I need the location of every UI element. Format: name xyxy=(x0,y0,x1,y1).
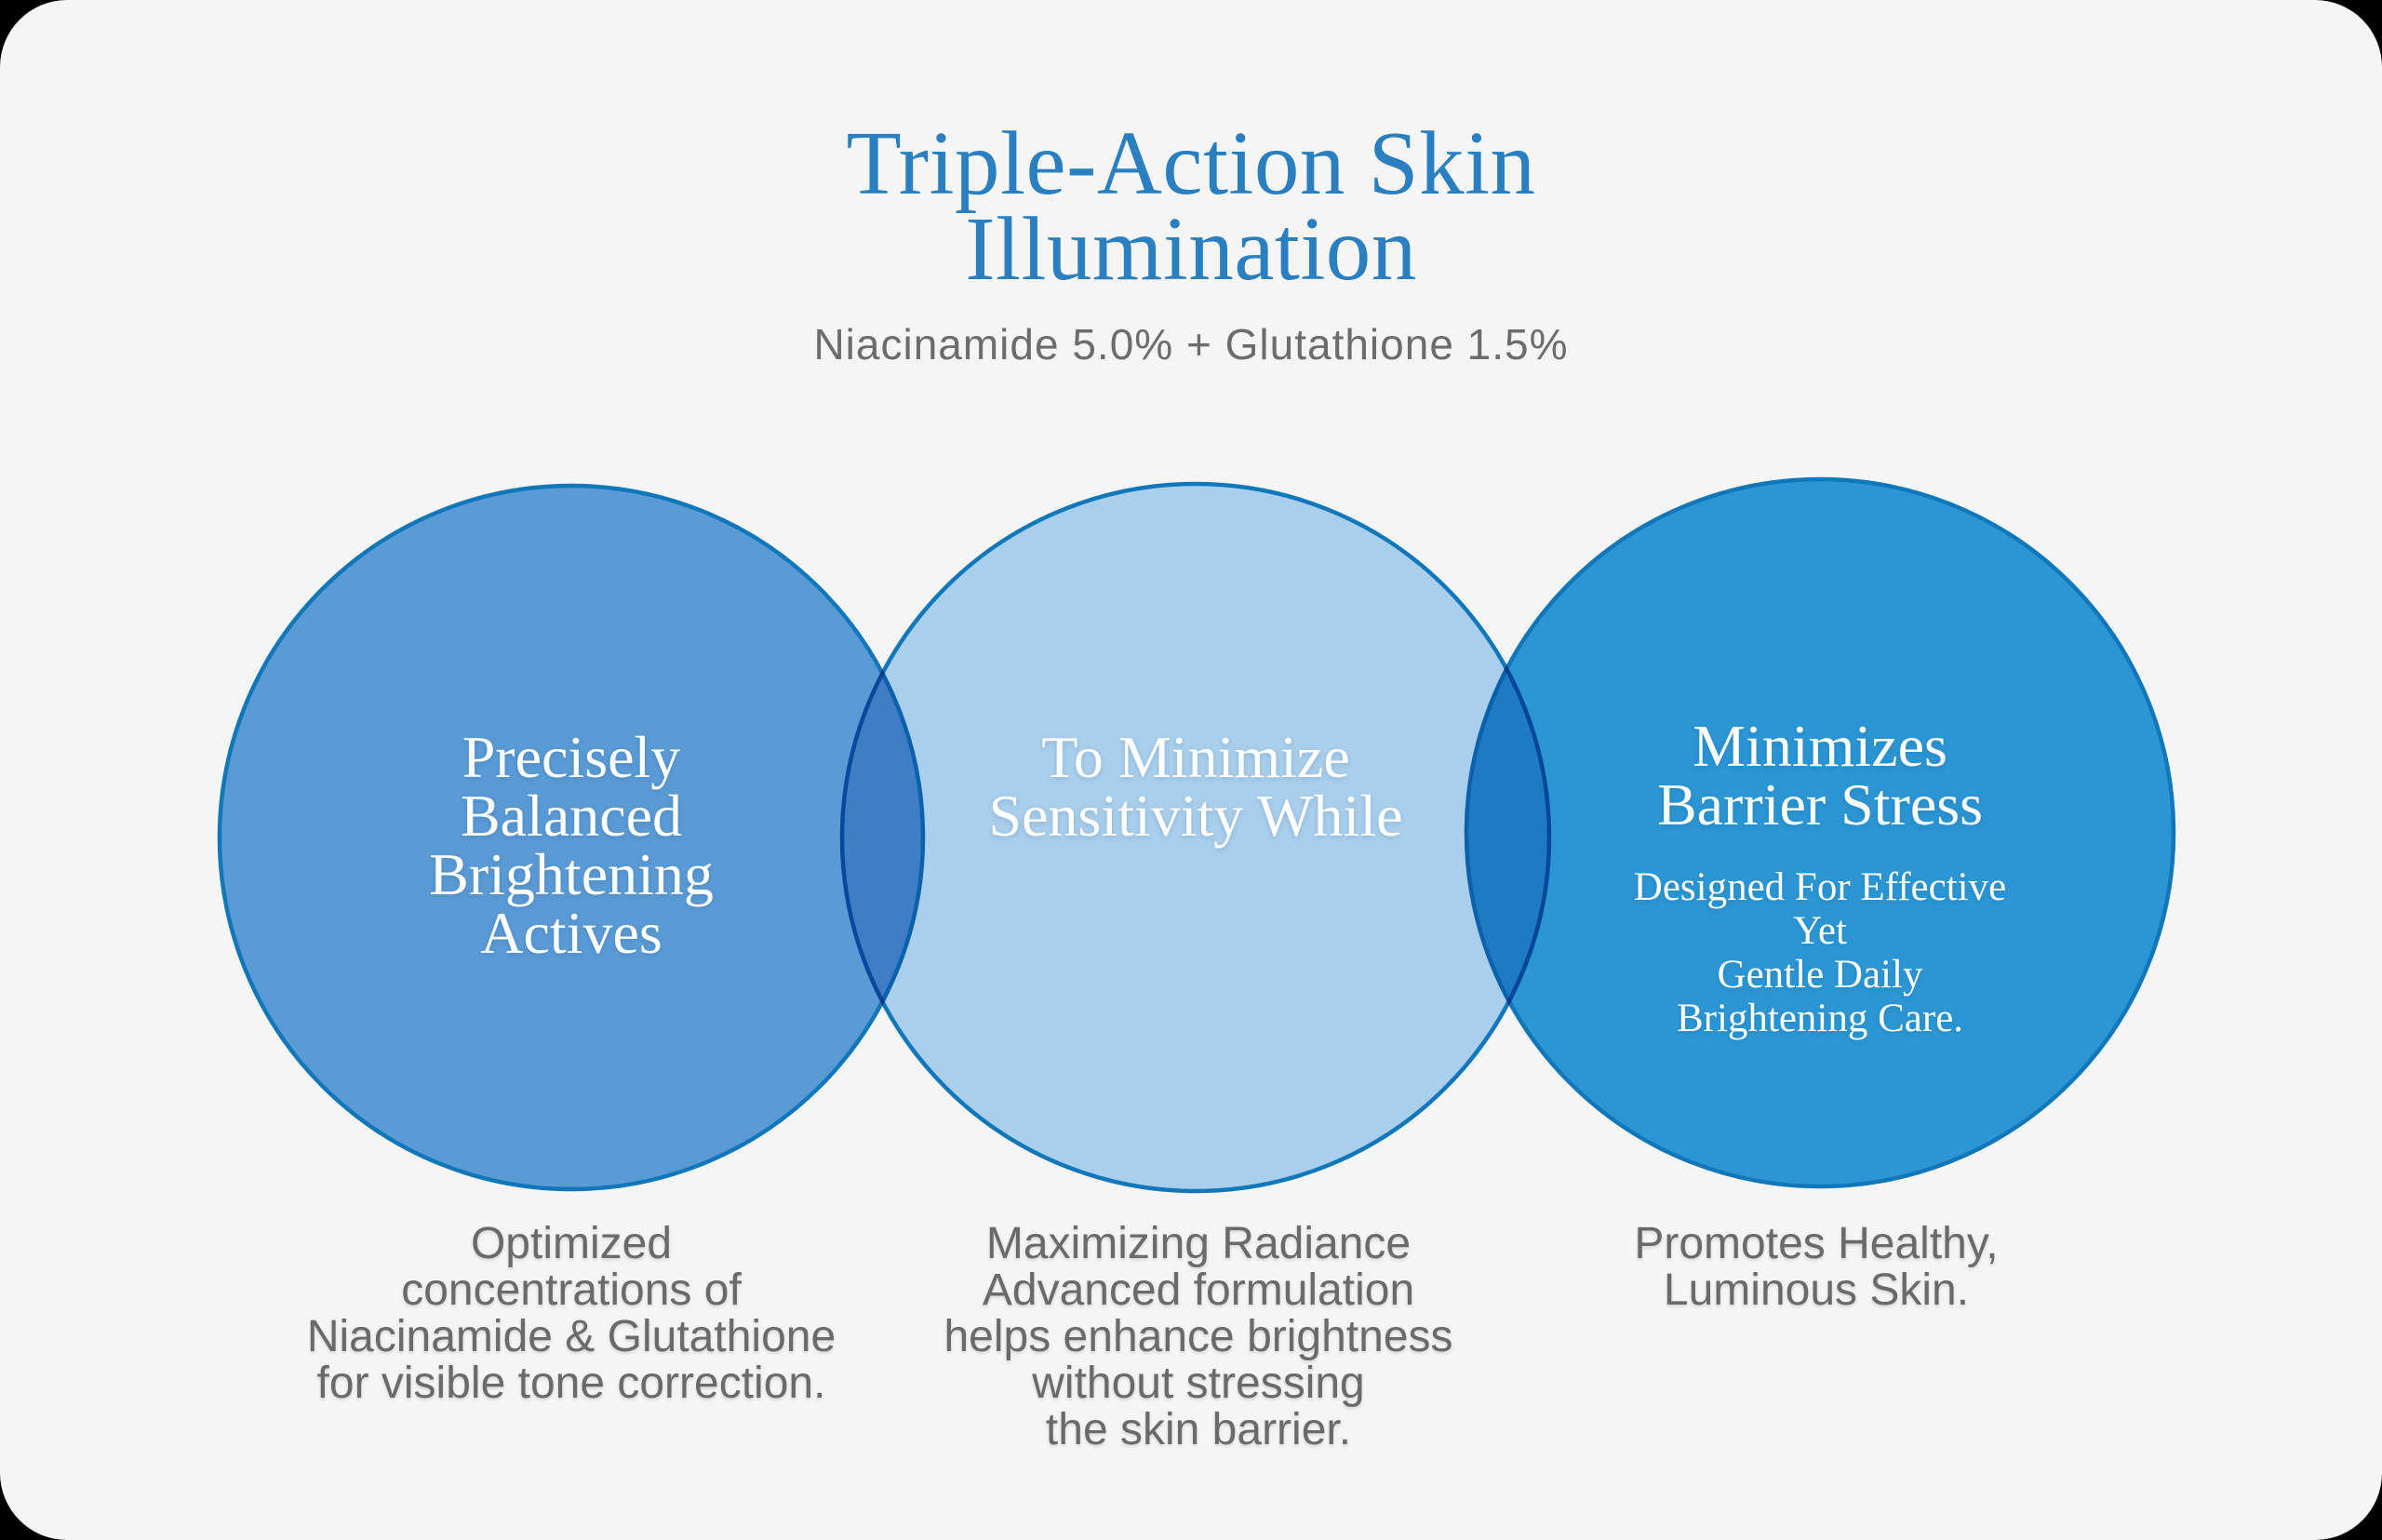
caption-minimize-sensitivity: Maximizing Radiance Advanced formulation… xyxy=(943,1219,1453,1454)
caption-barrier-stress: Promotes Healthy, Luminous Skin. xyxy=(1634,1219,1999,1315)
circle-label-minimize-sensitivity: To Minimize Sensitivity While xyxy=(988,724,1403,849)
caption-brightening-actives: Optimized concentrations of Niacinamide … xyxy=(306,1219,836,1408)
circle-label-barrier-stress: Minimizes Barrier Stress xyxy=(1656,713,1984,837)
circle-label-brightening-actives: Precisely Balanced Brightening Actives xyxy=(429,724,714,966)
venn-circle-barrier-stress xyxy=(1464,476,2176,1189)
circle-sublabel-barrier-stress: Designed For Effective Yet Gentle Daily … xyxy=(1633,865,2007,1040)
page-subtitle: Niacinamide 5.0% + Glutathione 1.5% xyxy=(813,320,1569,368)
page-title: Triple-Action Skin Illumination xyxy=(846,114,1536,299)
